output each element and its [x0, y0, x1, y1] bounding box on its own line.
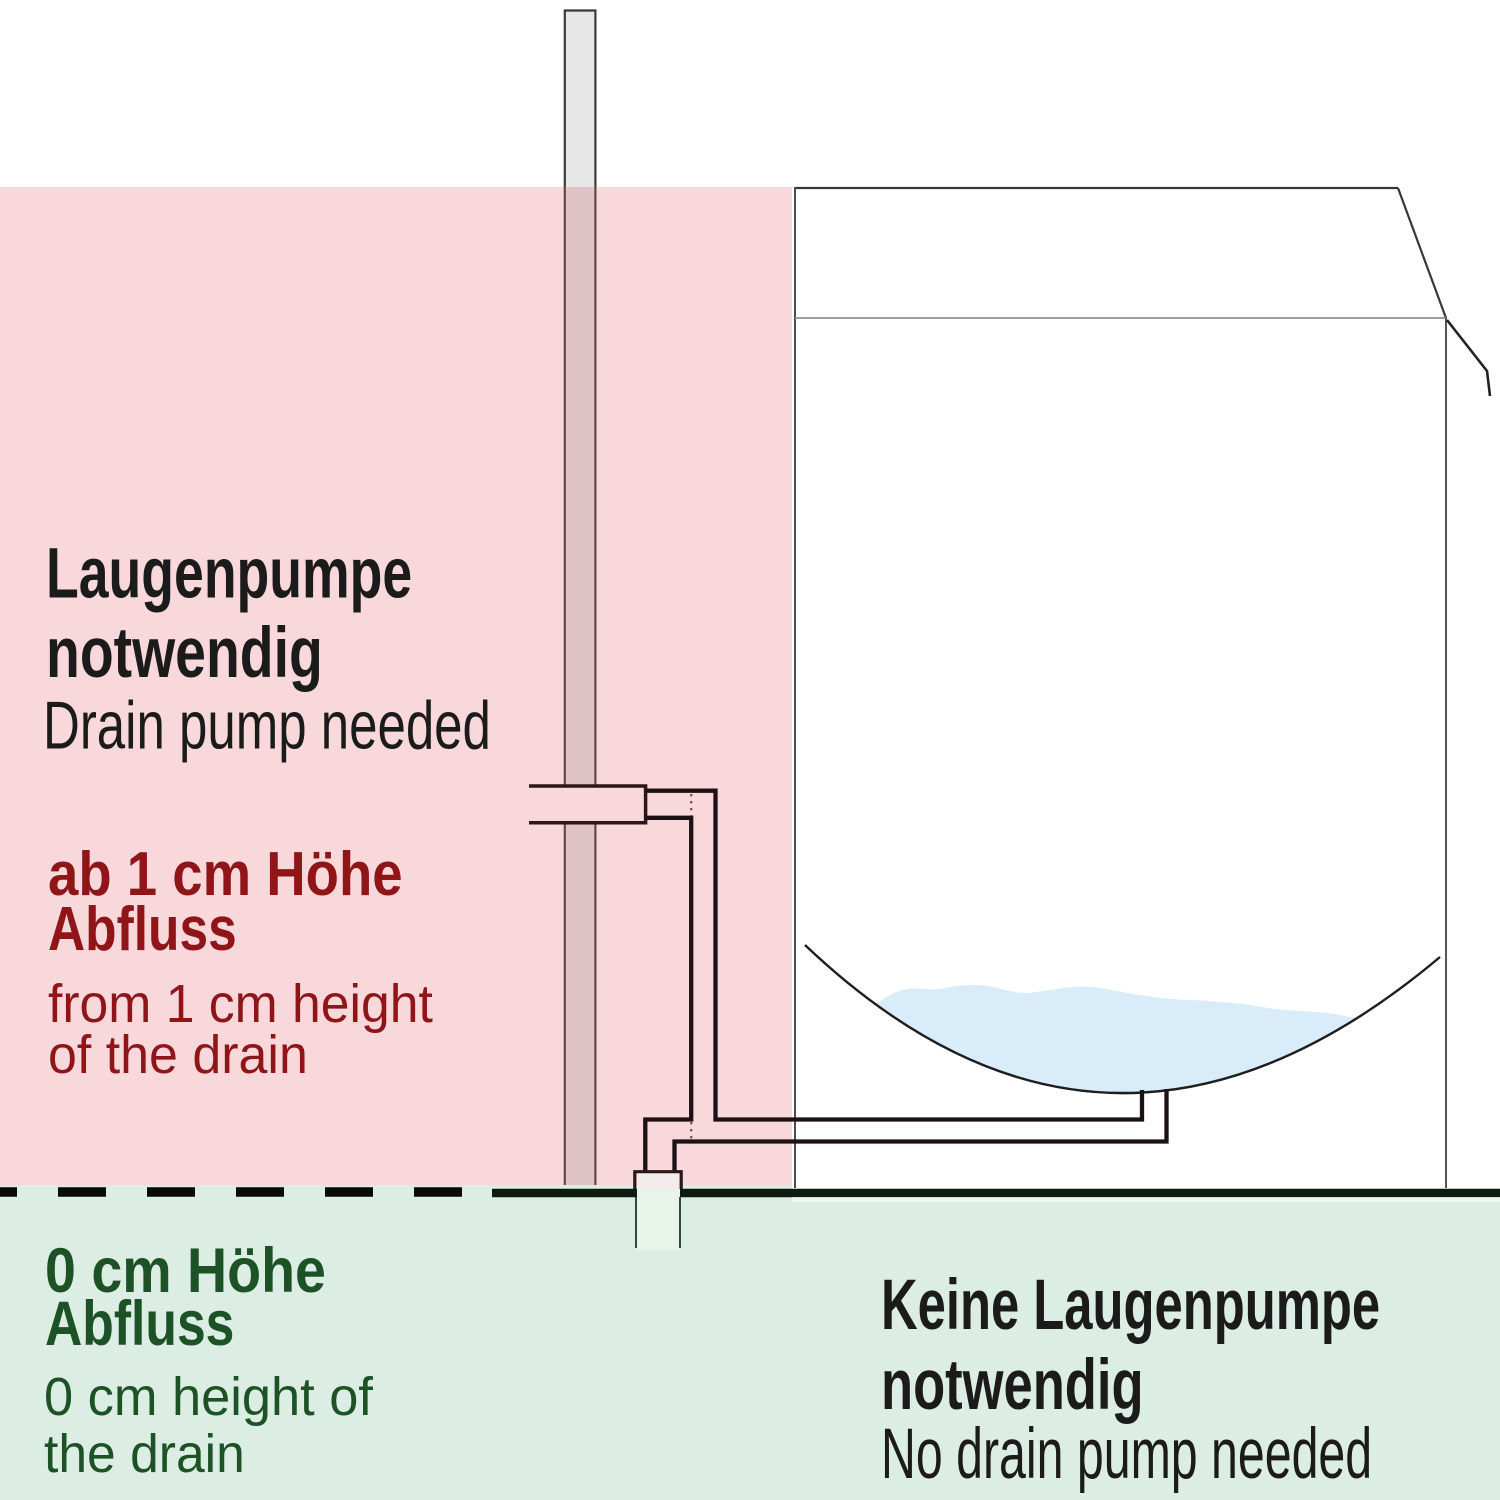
svg-text:from 1 cm height: from 1 cm height — [48, 974, 433, 1034]
svg-text:0 cm Höhe: 0 cm Höhe — [45, 1235, 326, 1306]
svg-text:notwendig: notwendig — [881, 1345, 1144, 1425]
svg-text:ab 1 cm Höhe: ab 1 cm Höhe — [48, 840, 403, 909]
svg-text:Laugenpumpe: Laugenpumpe — [46, 534, 412, 613]
svg-text:of the drain: of the drain — [48, 1025, 308, 1085]
svg-text:the drain: the drain — [44, 1424, 245, 1484]
svg-text:Abfluss: Abfluss — [48, 895, 237, 965]
svg-text:Drain pump needed: Drain pump needed — [43, 687, 491, 763]
svg-text:Keine Laugenpumpe: Keine Laugenpumpe — [881, 1266, 1380, 1345]
svg-text:0 cm height of: 0 cm height of — [44, 1367, 373, 1427]
svg-text:No drain pump needed: No drain pump needed — [881, 1414, 1372, 1494]
svg-text:Abfluss: Abfluss — [45, 1289, 234, 1359]
svg-text:notwendig: notwendig — [46, 613, 323, 692]
